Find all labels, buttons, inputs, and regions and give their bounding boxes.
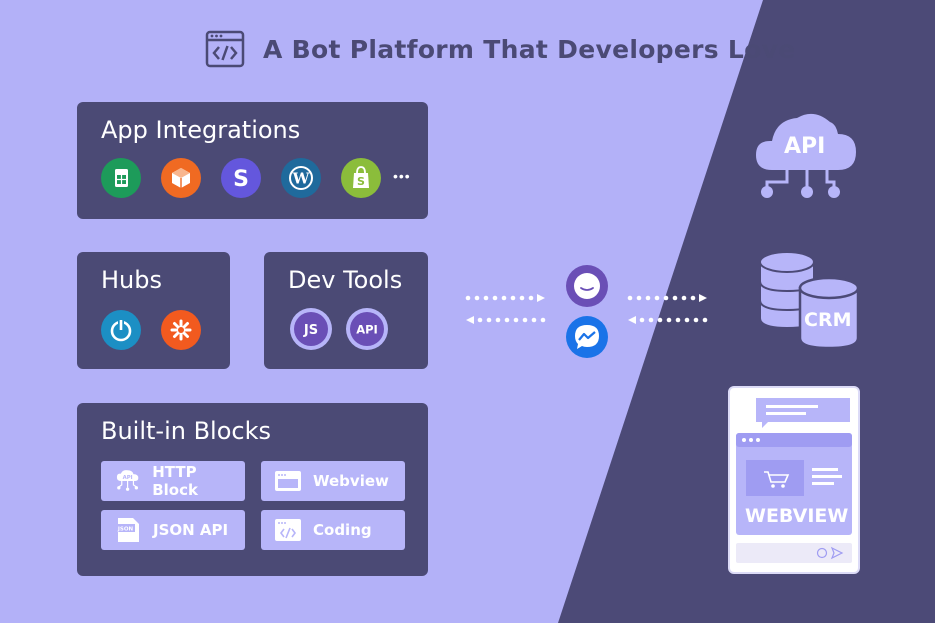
stripe-icon[interactable]: S [221,158,261,198]
json-doc-icon: JSON [116,518,139,542]
webview-block-button[interactable]: Webview [261,461,405,501]
chat-bubble-icon[interactable] [566,265,608,307]
arrow-to-services [627,294,708,324]
zapier-icon[interactable] [161,310,201,350]
api-badge-label: API [356,323,378,337]
svg-text:S: S [233,167,249,192]
svg-text:S: S [357,175,365,188]
app-integrations-panel: App Integrations S W S ••• [77,102,428,219]
browser-window-icon [275,471,301,491]
webview-mockup [728,386,860,574]
wordpress-icon[interactable]: W [281,158,321,198]
coding-block-button[interactable]: Coding [261,510,405,550]
json-api-block-button[interactable]: JSON JSON API [101,510,245,550]
svg-text:JSON: JSON [117,527,134,533]
webview-label: WEBVIEW [745,505,849,527]
google-sheets-icon[interactable] [101,158,141,198]
api-label: API [784,134,826,159]
crm-label: CRM [804,309,852,331]
package-icon[interactable] [161,158,201,198]
js-badge-label: JS [303,323,318,338]
header: A Bot Platform That Developers Love [205,28,796,70]
dev-tools-title: Dev Tools [288,266,403,294]
http-block-button[interactable]: API HTTP Block [101,461,245,501]
code-window-icon [275,519,301,541]
hubs-panel: Hubs [77,252,230,369]
api-cloud-icon [756,113,856,198]
builtin-blocks-title: Built-in Blocks [101,417,272,445]
webview-block-label: Webview [313,472,389,490]
app-integrations-title: App Integrations [101,116,301,144]
messenger-icon[interactable] [566,316,608,358]
json-api-label: JSON API [153,521,229,539]
api-cloud-icon: API [116,470,139,491]
http-block-label: HTTP Block [152,463,198,499]
page-title: A Bot Platform That Developers Love [263,34,796,64]
builtin-blocks-panel: Built-in Blocks API HTTP Block Webview J… [77,403,428,576]
coding-label: Coding [313,521,372,539]
arrow-to-chat [465,294,546,324]
shopify-icon[interactable]: S [341,158,381,198]
code-window-icon [205,30,245,68]
crm-database-icon [759,251,860,350]
svg-text:W: W [292,170,311,188]
js-badge[interactable]: JS [290,308,332,350]
hubs-title: Hubs [101,266,162,294]
api-badge[interactable]: API [346,308,388,350]
more-apps-indicator[interactable]: ••• [393,168,411,184]
power-icon[interactable] [101,310,141,350]
svg-text:API: API [123,475,133,481]
dev-tools-panel: Dev Tools JS API [264,252,428,369]
